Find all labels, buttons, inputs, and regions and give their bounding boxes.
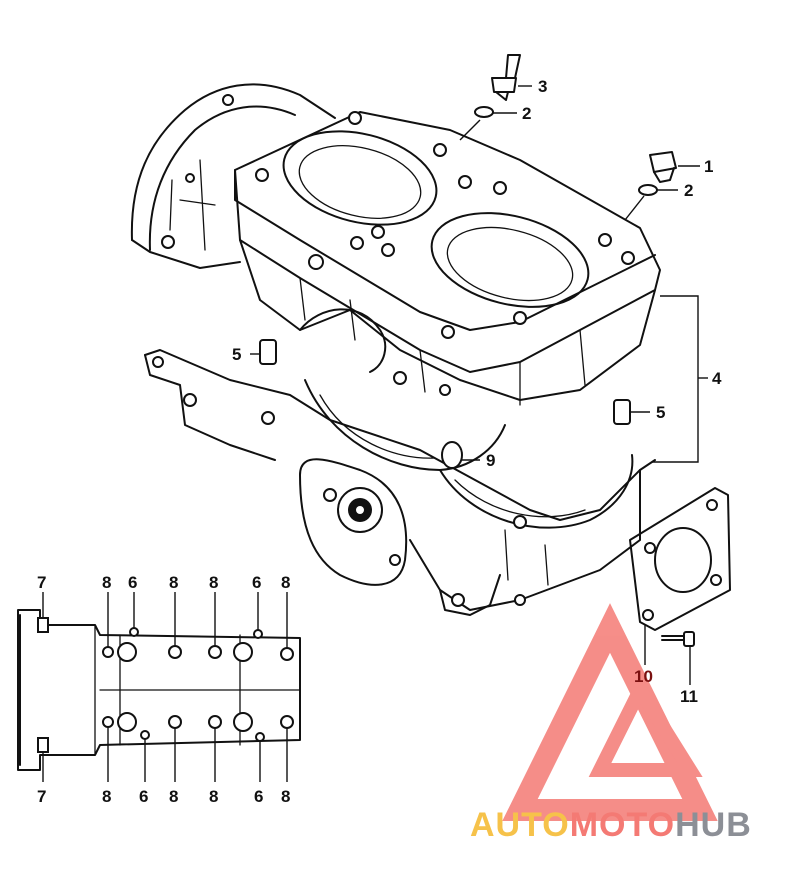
watermark-logo xyxy=(502,603,718,821)
callout-9: 9 xyxy=(486,451,495,470)
inset-top-label-7: 8 xyxy=(281,573,290,592)
callout-5-left: 5 xyxy=(232,345,241,364)
bottom-bolt-row xyxy=(102,712,294,742)
lower-crankcase xyxy=(144,349,656,616)
dowel-pin-5-left xyxy=(259,339,277,365)
washer-2-upper xyxy=(474,106,494,118)
bottom-view-inset: 7 8 6 8 8 6 8 7 8 6 8 8 6 8 xyxy=(17,573,301,806)
inset-bottom-labels: 7 8 6 8 8 6 8 xyxy=(37,787,290,806)
leader-lines xyxy=(250,85,708,685)
watermark-auto: AUTO xyxy=(470,806,570,844)
inset-bottom-label-5: 8 xyxy=(209,787,218,806)
callout-2-upper: 2 xyxy=(522,104,531,123)
callout-11: 11 xyxy=(680,687,698,706)
callout-4: 4 xyxy=(712,369,722,388)
inset-bottom-label-4: 8 xyxy=(169,787,178,806)
callout-labels: 3 2 1 2 4 5 5 9 10 11 xyxy=(232,77,722,706)
inset-top-label-5: 8 xyxy=(209,573,218,592)
callout-5-right: 5 xyxy=(656,403,665,422)
inset-leaders xyxy=(42,592,288,782)
watermark-wordmark: AUTOMOTOHUB xyxy=(470,806,752,844)
washer-2-lower xyxy=(638,184,658,196)
watermark-hub: HUB xyxy=(675,806,752,844)
inset-top-label-2: 8 xyxy=(102,573,111,592)
inset-bottom-label-2: 8 xyxy=(102,787,111,806)
inset-bottom-label-3: 6 xyxy=(139,787,148,806)
plug-1 xyxy=(649,151,677,183)
callout-1: 1 xyxy=(704,157,713,176)
inset-top-label-4: 8 xyxy=(169,573,178,592)
inset-bottom-label-7: 8 xyxy=(281,787,290,806)
callout-10: 10 xyxy=(634,667,653,686)
dowel-pin-5-right xyxy=(613,399,631,425)
screw-11 xyxy=(661,631,695,647)
bolt-3 xyxy=(491,54,521,101)
bushing-9 xyxy=(441,441,463,469)
inset-top-label-3: 6 xyxy=(128,573,137,592)
inset-top-label-6: 6 xyxy=(252,573,261,592)
watermark-moto: MOTO xyxy=(570,806,675,844)
cover-plate-10 xyxy=(629,487,731,631)
callout-3: 3 xyxy=(538,77,547,96)
inset-bottom-label-6: 6 xyxy=(254,787,263,806)
inset-top-labels: 7 8 6 8 8 6 8 xyxy=(37,573,290,592)
watermark-text: AUTOMOTOHUB xyxy=(470,806,752,844)
upper-crankcase xyxy=(130,83,661,406)
top-bolt-row xyxy=(102,627,294,662)
inset-bottom-label-1: 7 xyxy=(37,787,46,806)
callout-2-lower: 2 xyxy=(684,181,693,200)
inset-top-label-1: 7 xyxy=(37,573,46,592)
